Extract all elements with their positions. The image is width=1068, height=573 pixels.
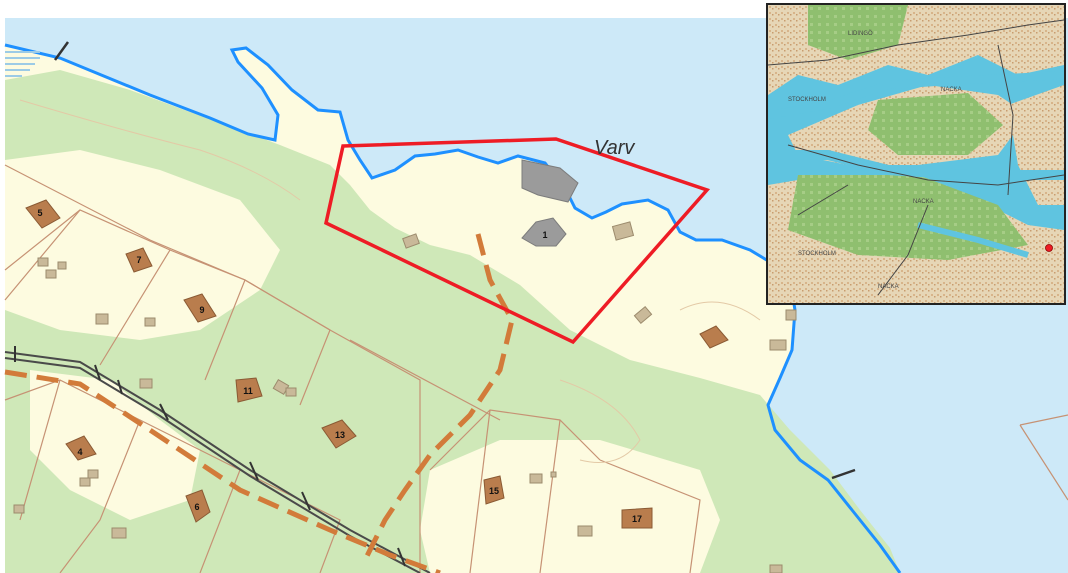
property-boundary[interactable] — [323, 137, 711, 345]
property-number: 15 — [489, 486, 499, 496]
outbuildings — [13, 221, 797, 573]
inset-forest — [808, 5, 908, 60]
jetty — [53, 41, 70, 61]
contour-lines — [19, 99, 761, 463]
property-number: 4 — [77, 447, 82, 457]
dashed-road-lower — [4, 369, 441, 573]
location-marker[interactable] — [1045, 244, 1053, 252]
place-label: Varv — [594, 137, 635, 159]
pier-hatch — [5, 51, 40, 77]
inset-label: NACKA — [913, 199, 934, 205]
rail-line — [4, 351, 431, 573]
rail-ticks — [14, 346, 406, 567]
inset-label: NACKA — [941, 87, 962, 93]
property-number: 9 — [199, 305, 204, 315]
jetty — [831, 468, 856, 480]
building-gray[interactable] — [521, 217, 567, 247]
clearing — [5, 150, 280, 340]
property-number: 11 — [243, 386, 253, 396]
building-gray[interactable] — [521, 159, 579, 203]
clearing — [30, 370, 200, 520]
inset-boundaries — [768, 19, 1064, 296]
property-number: 6 — [194, 502, 199, 512]
inset-water-channel — [917, 222, 1029, 258]
property-number: 5 — [37, 208, 42, 218]
inset-label: LIDINGÖ — [848, 30, 873, 37]
inset-forest — [868, 93, 1003, 155]
inset-overview-map[interactable]: LIDINGÖ STOCKHOLM NACKA NACKA STOCKHOLM … — [766, 3, 1066, 305]
property-number: 17 — [632, 514, 642, 524]
inset-water-channel — [768, 150, 1064, 180]
shoreline — [4, 43, 902, 573]
inset-label: STOCKHOLM — [788, 97, 826, 103]
clearing — [420, 440, 720, 573]
houses[interactable] — [25, 199, 729, 529]
inset-label: STOCKHOLM — [798, 251, 836, 257]
inset-water-channel — [768, 71, 1064, 119]
property-number: 13 — [335, 430, 345, 440]
inset-label: NACKA — [878, 284, 899, 290]
dashed-road-center — [362, 233, 515, 562]
property-number: 7 — [136, 255, 141, 265]
property-number: 1 — [542, 230, 547, 240]
forest-area — [5, 70, 900, 573]
